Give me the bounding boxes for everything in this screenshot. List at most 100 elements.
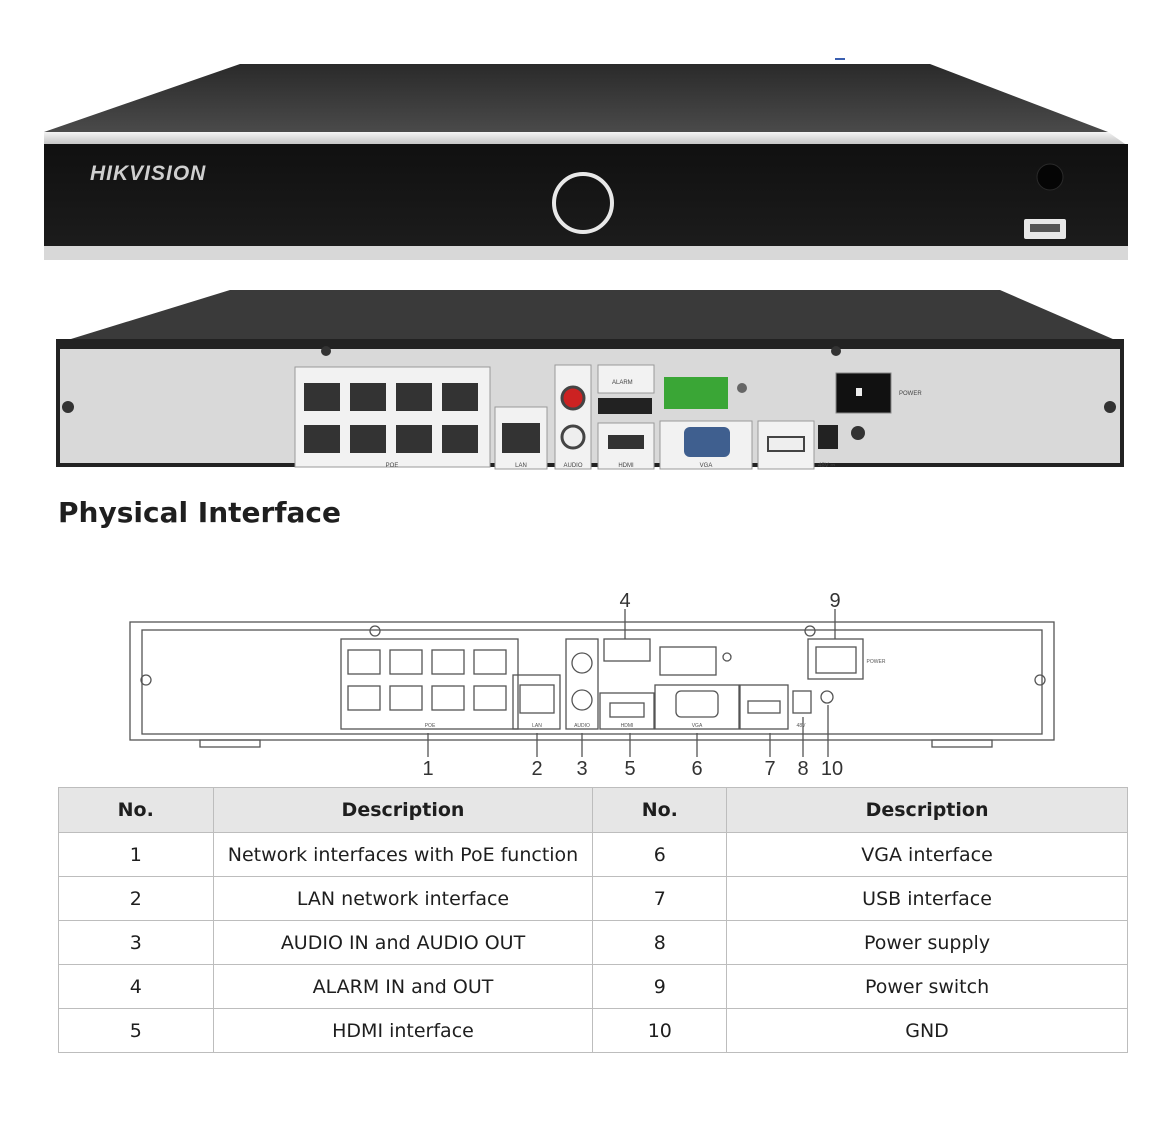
rear-poe-label: POE bbox=[386, 463, 399, 469]
callout-4: 4 bbox=[619, 590, 630, 612]
rear-lan-block: LAN bbox=[494, 406, 548, 470]
interface-table: No. Description No. Description 1 Networ… bbox=[58, 787, 1128, 1053]
rear-hdmi-label: HDMI bbox=[618, 463, 634, 469]
rear-poe-port-7 bbox=[396, 425, 432, 453]
row-desc-a: LAN network interface bbox=[212, 876, 594, 921]
ir-sensor-icon bbox=[1036, 163, 1064, 191]
row-desc-b: Power supply bbox=[726, 920, 1128, 965]
callout-3: 3 bbox=[576, 758, 587, 780]
row-desc-b: Power switch bbox=[726, 964, 1128, 1009]
power-ring-icon bbox=[552, 172, 614, 234]
rear-poe-port-3 bbox=[396, 383, 432, 411]
rear-hdmi-block: HDMI bbox=[597, 422, 655, 470]
diagram-vga-port bbox=[675, 690, 719, 718]
audio-in-jack bbox=[560, 385, 586, 411]
diagram-poe-port-3 bbox=[431, 649, 465, 675]
diagram-hdmi-block bbox=[599, 692, 655, 730]
diagram-hdmi-label: HDMI bbox=[621, 723, 634, 729]
diagram-audio-in bbox=[571, 652, 593, 674]
rear-audio-label: AUDIO bbox=[563, 463, 582, 469]
front-top-cover bbox=[44, 64, 1108, 132]
diagram-usb-block bbox=[739, 684, 789, 730]
alarm-terminal-block bbox=[664, 377, 728, 409]
rear-gnd-screw bbox=[851, 426, 865, 440]
diagram-poe-port-6 bbox=[389, 685, 423, 711]
row-desc-b: GND bbox=[726, 1008, 1128, 1053]
diagram-poe-label: POE bbox=[425, 723, 436, 729]
callout-2: 2 bbox=[531, 758, 542, 780]
rear-poe-port-8 bbox=[442, 425, 478, 453]
diagram-alarm-terminal bbox=[659, 646, 717, 676]
rear-lan-label: LAN bbox=[515, 463, 527, 469]
row-no-b: 10 bbox=[592, 1008, 728, 1053]
row-desc-a: HDMI interface bbox=[212, 1008, 594, 1053]
header-description-a: Description bbox=[212, 787, 594, 833]
callout-5: 5 bbox=[624, 758, 635, 780]
nvr-front-view: HIKVISION bbox=[44, 58, 1128, 260]
rear-dc-jack bbox=[818, 425, 838, 449]
rear-usb-block bbox=[757, 420, 815, 470]
diagram-foot-left bbox=[199, 739, 261, 748]
table-row: 5 HDMI interface 10 GND bbox=[58, 1008, 1128, 1053]
diagram-gnd-screw bbox=[820, 690, 834, 704]
front-bottom-strip bbox=[44, 246, 1128, 260]
rear-poe-port-6 bbox=[350, 425, 386, 453]
rear-vga-port bbox=[684, 427, 730, 457]
table-header-row: No. Description No. Description bbox=[58, 787, 1128, 833]
callout-7: 7 bbox=[764, 758, 775, 780]
diagram-lan-block bbox=[512, 674, 561, 730]
diagram-hdmi-port bbox=[609, 702, 645, 718]
diagram-poe-port-1 bbox=[347, 649, 381, 675]
rear-top-cover bbox=[58, 290, 1122, 343]
diagram-lan-label: LAN bbox=[532, 723, 542, 729]
rear-poe-port-2 bbox=[350, 383, 386, 411]
rear-hdmi-port bbox=[608, 435, 644, 449]
rear-usb-port bbox=[767, 436, 805, 452]
row-desc-a: Network interfaces with PoE function bbox=[212, 832, 594, 877]
diagram-lan-port bbox=[519, 684, 555, 714]
row-no-a: 1 bbox=[58, 832, 214, 877]
row-desc-b: VGA interface bbox=[726, 832, 1128, 877]
callout-8: 8 bbox=[797, 758, 808, 780]
diagram-poe-port-4 bbox=[473, 649, 507, 675]
rear-dc-label: 48V ⎓ bbox=[818, 463, 835, 469]
diagram-audio-label: AUDIO bbox=[574, 723, 590, 729]
table-row: 4 ALARM IN and OUT 9 Power switch bbox=[58, 964, 1128, 1009]
rear-power-label: POWER bbox=[899, 391, 922, 397]
nvr-rear-view: POE LAN AUDIO ALARM HDMI VGA 48V ⎓ POWER bbox=[56, 290, 1124, 470]
diagram-poe-port-7 bbox=[431, 685, 465, 711]
diagram-foot-right bbox=[931, 739, 993, 748]
rear-poe-port-1 bbox=[304, 383, 340, 411]
audio-out-jack bbox=[560, 424, 586, 450]
row-no-b: 7 bbox=[592, 876, 728, 921]
diagram-dc-jack bbox=[792, 690, 812, 714]
diagram-audio-out bbox=[571, 689, 593, 711]
rear-vga-label: VGA bbox=[700, 463, 713, 469]
diagram-panel bbox=[129, 621, 1055, 741]
row-desc-b: USB interface bbox=[726, 876, 1128, 921]
callout-10: 10 bbox=[821, 758, 843, 780]
front-silver-strip bbox=[44, 132, 1128, 146]
row-no-a: 2 bbox=[58, 876, 214, 921]
row-no-a: 3 bbox=[58, 920, 214, 965]
diagram-alarm-block bbox=[603, 638, 651, 662]
header-no-a: No. bbox=[58, 787, 214, 833]
row-no-b: 8 bbox=[592, 920, 728, 965]
callout-9: 9 bbox=[829, 590, 840, 612]
brand-logo: HIKVISION bbox=[90, 162, 206, 185]
diagram-usb-port bbox=[747, 700, 781, 714]
rear-vga-block: VGA bbox=[659, 420, 753, 470]
diagram-audio-block bbox=[565, 638, 599, 730]
table-row: 2 LAN network interface 7 USB interface bbox=[58, 876, 1128, 921]
diagram-poe-port-2 bbox=[389, 649, 423, 675]
rear-poe-block: POE bbox=[294, 366, 491, 469]
diagram-power-switch bbox=[815, 646, 857, 674]
rear-poe-port-4 bbox=[442, 383, 478, 411]
table-row: 3 AUDIO IN and AUDIO OUT 8 Power supply bbox=[58, 920, 1128, 965]
diagram-poe-port-5 bbox=[347, 685, 381, 711]
rear-audio-block: AUDIO bbox=[554, 364, 592, 470]
rear-alarm-block: ALARM bbox=[597, 364, 747, 409]
header-description-b: Description bbox=[726, 787, 1128, 833]
rear-poe-port-5 bbox=[304, 425, 340, 453]
row-no-b: 6 bbox=[592, 832, 728, 877]
